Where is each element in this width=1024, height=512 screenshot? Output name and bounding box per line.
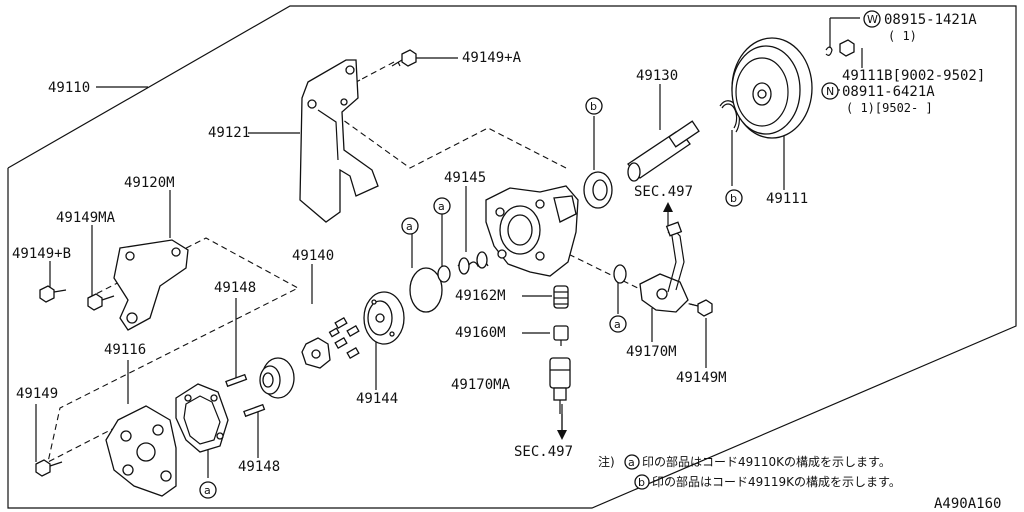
rotor-49140	[301, 337, 331, 369]
o-ring-small	[437, 265, 451, 283]
label-49148-upper: 49148	[214, 280, 256, 296]
pulley-49111	[731, 37, 813, 139]
label-49148-lower: 49148	[238, 459, 280, 475]
label-49121: 49121	[208, 125, 250, 141]
label-49116: 49116	[104, 342, 146, 358]
svg-text:N: N	[826, 85, 834, 98]
marker-n: N	[821, 82, 839, 100]
label-49145: 49145	[444, 170, 486, 186]
marker-a-1: a	[401, 217, 419, 235]
label-49170m: 49170M	[626, 344, 677, 360]
marker-w: W	[863, 10, 881, 28]
washer-08915	[825, 46, 833, 56]
label-49149-a: 49149+A	[462, 50, 522, 66]
marker-a-2: a	[433, 197, 451, 215]
part-labels: 49110 49121 49149+A 49120M 49149MA 49149…	[12, 12, 1001, 512]
note-block: 注) a 印の部品はコード49110Kの構成を示します。 b 印の部品はコード4…	[598, 454, 901, 490]
note-line-1: 印の部品はコード49110Kの構成を示します。	[642, 454, 891, 469]
arrow-down-icon	[557, 414, 567, 440]
label-49110: 49110	[48, 80, 90, 96]
label-49160m: 49160M	[455, 325, 506, 341]
label-sec497-upper: SEC.497	[634, 184, 693, 200]
label-08915-1421a: 08915-1421A	[884, 12, 977, 28]
bolt-49149-a	[391, 49, 417, 67]
nut-49111b	[839, 39, 855, 57]
label-49111b: 49111B[9002-9502]	[842, 68, 985, 84]
pin-49148-upper	[225, 373, 248, 388]
bracket-49120m	[113, 239, 189, 331]
label-49130: 49130	[636, 68, 678, 84]
label-08915-qty: ( 1)	[888, 29, 917, 43]
svg-text:b: b	[730, 192, 737, 205]
gasket	[175, 383, 229, 453]
marker-a-3: a	[609, 315, 627, 333]
vanes	[328, 317, 360, 359]
plate-49144	[363, 291, 405, 345]
valve-49160m	[553, 325, 569, 346]
assembly-outline	[7, 5, 1017, 509]
bolt-49149-b	[39, 285, 67, 303]
svg-text:a: a	[628, 456, 635, 469]
spring-49162m	[553, 285, 569, 309]
pin-49148-lower	[243, 403, 266, 418]
note-prefix: 注)	[598, 454, 615, 469]
bolt-49149	[35, 459, 63, 477]
note-line-2: 印の部品はコード49119Kの構成を示します。	[652, 474, 901, 489]
label-sec497-lower: SEC.497	[514, 444, 573, 460]
spring-49145	[457, 251, 489, 275]
marker-b-2: b	[725, 189, 743, 207]
bracket-49121	[299, 59, 379, 223]
leader-lines	[35, 17, 863, 478]
label-08911-qty: ( 1)[9502- ]	[846, 101, 933, 115]
cam-ring	[259, 357, 295, 399]
connector-49170ma	[549, 357, 571, 414]
label-49170ma: 49170MA	[451, 377, 511, 393]
label-49144: 49144	[356, 391, 398, 407]
cover-49116	[105, 405, 177, 497]
bolt-49149ma	[87, 293, 115, 311]
diagram-code: A490A160	[934, 496, 1001, 512]
fitting-49170m	[639, 221, 689, 313]
marker-a-4: a	[199, 481, 217, 499]
label-49149: 49149	[16, 386, 58, 402]
label-49162m: 49162M	[455, 288, 506, 304]
label-49140: 49140	[292, 248, 334, 264]
pump-body	[485, 185, 579, 277]
bolt-49149m	[689, 299, 713, 317]
svg-text:a: a	[438, 200, 445, 213]
label-49149-b: 49149+B	[12, 246, 71, 262]
label-49120m: 49120M	[124, 175, 175, 191]
arrow-up-icon	[663, 202, 673, 226]
o-ring-fitting	[613, 264, 627, 284]
label-08911-6421a: 08911-6421A	[842, 84, 935, 100]
label-49149m: 49149M	[676, 370, 727, 386]
label-49111: 49111	[766, 191, 808, 207]
label-49149ma: 49149MA	[56, 210, 116, 226]
svg-text:a: a	[614, 318, 621, 331]
svg-text:a: a	[204, 484, 211, 497]
svg-text:W: W	[867, 13, 878, 26]
oil-seal	[583, 171, 613, 209]
marker-b-1: b	[585, 97, 603, 115]
svg-text:a: a	[406, 220, 413, 233]
o-ring-large	[409, 267, 443, 313]
svg-text:b: b	[590, 100, 597, 113]
shaft-49130	[627, 120, 700, 182]
svg-text:b: b	[638, 476, 645, 489]
